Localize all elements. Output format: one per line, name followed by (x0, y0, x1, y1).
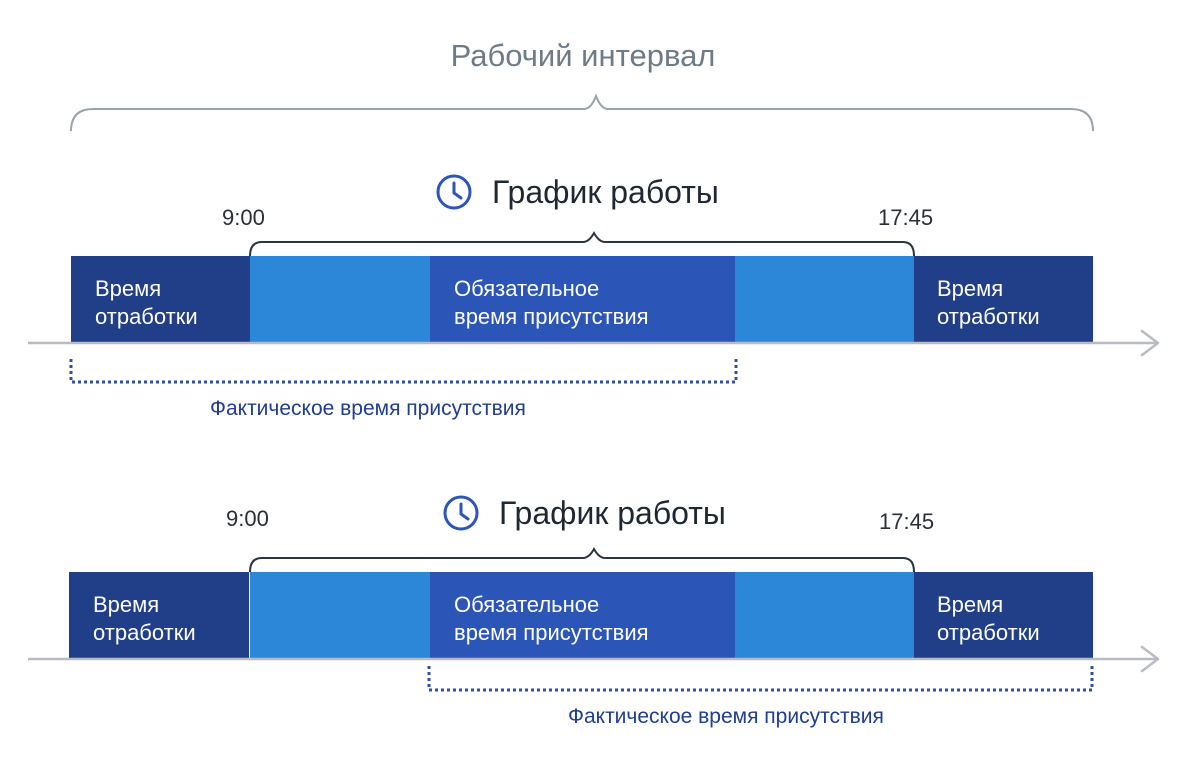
interval-brace (70, 93, 1094, 132)
actual-presence-bracket-bottom (427, 666, 1094, 692)
clock-icon (436, 174, 472, 210)
schedule-start-time-bottom: 9:00 (226, 506, 269, 531)
schedule-start-time-top: 9:00 (222, 205, 265, 230)
schedule-title-label: График работы (499, 494, 726, 531)
core-time-segment-bottom (430, 572, 735, 658)
flex-segment-left-top (250, 256, 430, 342)
interval-title: Рабочий интервал (450, 38, 716, 73)
schedule-title-bottom: График работы (441, 493, 726, 533)
clock-icon (443, 495, 479, 531)
flex-segment-left-bottom (250, 572, 430, 658)
actual-presence-label-top: Фактическое время присутствия (210, 397, 526, 420)
flex-segment-right-bottom (735, 572, 914, 658)
core-time-segment-top (430, 256, 735, 342)
schedule-title-top: График работы (434, 172, 719, 212)
work-time-left-segment-top (71, 256, 250, 342)
actual-presence-bracket-top (69, 359, 738, 384)
flex-segment-right-top (735, 256, 914, 342)
schedule-brace-top (249, 230, 915, 257)
schedule-title-label: График работы (492, 173, 719, 210)
work-time-right-segment-top (914, 256, 1093, 342)
schedule-brace-bottom (249, 546, 915, 573)
work-time-right-segment-bottom (914, 572, 1093, 658)
schedule-end-time-bottom: 17:45 (879, 509, 935, 534)
schedule-end-time-top: 17:45 (878, 205, 934, 230)
actual-presence-label-bottom: Фактическое время присутствия (568, 705, 884, 728)
work-time-left-segment-bottom (69, 572, 249, 658)
